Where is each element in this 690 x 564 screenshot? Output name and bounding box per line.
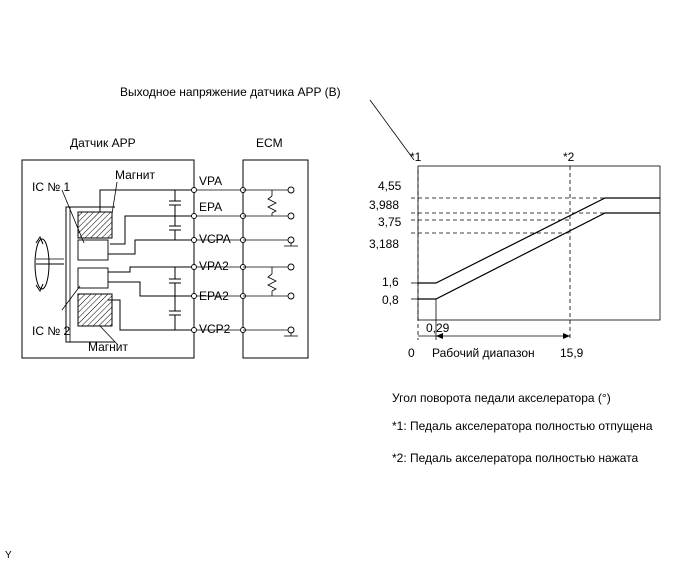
note-2: *2: Педаль акселератора полностью нажата [392,451,639,465]
corner-mark: Y [5,550,12,561]
magnet-bottom-leader [99,325,119,346]
ecm-resistors [267,190,277,296]
marker-1: *1 [410,150,422,164]
y-tick-label: 3,188 [369,237,399,251]
ecm-internal [243,186,298,337]
y-tick-label: 0,8 [382,293,399,307]
graph-ylabel: Выходное напряжение датчика APP (В) [120,85,341,99]
terminal-vcp2: VCP2 [199,322,231,336]
ic1-leader [61,189,85,244]
series-line-2 [418,212,660,300]
magnet-bottom [77,293,113,327]
marker-2: *2 [563,150,575,164]
ic-wiring [99,189,194,331]
terminal-vpa: VPA [199,174,222,188]
harness-lines [194,189,243,331]
terminal-vcpa: VCPA [199,232,231,246]
x-zero-label: 0 [408,346,415,360]
ic1-label: IC № 1 [32,180,71,194]
y-tick-label: 4,55 [378,179,402,193]
magnet-bottom-label: Магнит [88,340,129,354]
ic2-leader [61,285,81,311]
ecm-box [242,159,309,359]
filter-capacitors [169,190,181,330]
note-1: *1: Педаль акселератора полностью отпуще… [392,419,653,433]
x-end-label: 15,9 [560,346,584,360]
ecm-title: ECM [256,136,283,150]
terminal-epa: EPA [199,200,222,214]
ic1-chip [77,239,109,261]
magnet-top [77,211,113,239]
plot-frame [417,165,661,321]
graph-xlabel: Угол поворота педали акселератора (°) [392,391,611,405]
magnet-top-leader [111,181,118,215]
y-tick-label: 3,988 [369,198,399,212]
y-tick-label: 3,75 [378,215,402,229]
rotation-icon [34,235,64,293]
range-arrow [418,299,570,340]
terminal-vpa2: VPA2 [199,259,229,273]
ic2-label: IC № 2 [32,324,71,338]
ylabel-leader [369,99,415,161]
ic2-chip [77,267,109,289]
ic-housing [65,206,115,343]
series-line-1 [418,197,660,284]
magnet-top-label: Магнит [115,168,156,182]
sensor-box [21,159,195,359]
sensor-title: Датчик APP [70,136,136,150]
range-label: Рабочий диапазон [432,346,535,360]
series-lines [418,197,660,300]
y-tick-label: 1,6 [382,275,399,289]
guide-lines [411,166,660,340]
connector-pins [191,187,246,333]
x-start-label: 0,29 [426,321,450,335]
